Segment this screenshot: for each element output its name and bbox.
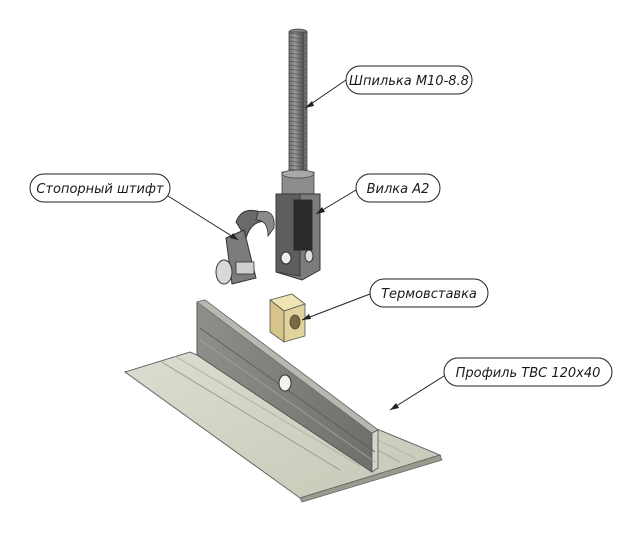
stud-thread (288, 31, 308, 175)
callout-pin-label: Стопорный штифт (36, 182, 164, 197)
callout-thermal-insert: Термовставка (369, 278, 489, 308)
locking-pin (215, 209, 275, 285)
threaded-stud (281, 28, 315, 195)
callout-profile: Профиль ТВС 120х40 (443, 357, 613, 387)
thermal-insert (269, 293, 306, 343)
profile-base-edge (299, 454, 443, 503)
fork (275, 193, 321, 281)
callout-profile-label: Профиль ТВС 120х40 (456, 366, 601, 381)
callout-thermal-insert-label: Термовставка (381, 287, 477, 302)
callout-fork: Вилка А2 (355, 173, 441, 203)
profile (123, 299, 443, 503)
profile-fin-hole (278, 374, 292, 392)
callout-pin: Стопорный штифт (29, 173, 171, 203)
callout-fork-label: Вилка А2 (367, 182, 430, 197)
callout-stud: Шпилька М10-8.8 (345, 65, 473, 95)
callout-stud-label: Шпилька М10-8.8 (349, 74, 469, 89)
